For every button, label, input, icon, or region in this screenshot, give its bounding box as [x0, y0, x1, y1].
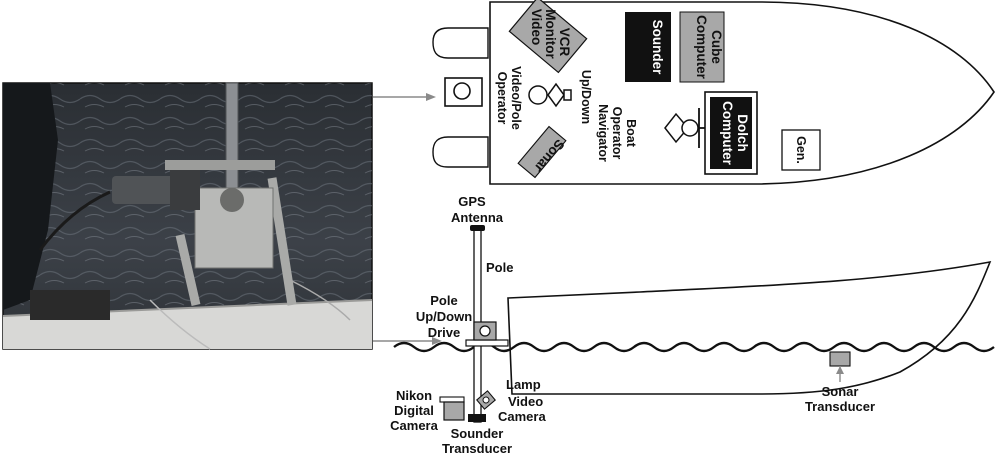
boat-operator-label-1: Boat [624, 119, 638, 148]
gps-antenna-icon [470, 225, 485, 231]
lamp-label: Lamp [506, 377, 541, 392]
sounder-box [625, 12, 671, 82]
cube-computer-label-1: Cube [709, 30, 724, 64]
gps-antenna-label-2: Antenna [451, 210, 504, 225]
rig-photo [2, 82, 373, 350]
engine-icon [432, 27, 489, 59]
pole-drive-label-1: Pole [430, 293, 457, 308]
sounder-label: Sounder [650, 20, 665, 75]
sonar-box [517, 125, 567, 179]
dolch-computer-label-2: Computer [720, 101, 735, 165]
pole-mount-bracket [465, 339, 509, 347]
navigator-icon [664, 108, 710, 148]
video-monitor-label-1: Video [529, 9, 544, 46]
waterline [393, 341, 995, 353]
nikon-label-1: Nikon [396, 388, 432, 403]
video-monitor-label-2: Monitor [543, 9, 558, 59]
boat-operator-label-2: Operator [610, 107, 624, 160]
video-pole-operator-label-1: Video/Pole [509, 66, 523, 130]
photo-arrow-top [373, 93, 436, 101]
dolch-computer-box [710, 97, 752, 169]
video-camera-label-1: Video [508, 394, 543, 409]
nikon-label-2: Digital [394, 403, 434, 418]
up-down-label: Up/Down [579, 70, 593, 124]
video-pole-operator-label-2: Operator [495, 72, 509, 125]
video-camera-icon [476, 390, 496, 410]
sounder-transducer-label-1: Sounder [451, 426, 504, 441]
nikon-camera-icon [443, 401, 465, 421]
dolch-computer-label-1: Dolch [735, 114, 750, 152]
photo-arrow-side [373, 337, 442, 345]
nikon-label-3: Camera [390, 418, 438, 433]
pole-label: Pole [486, 260, 513, 275]
pole-drive-label-3: Drive [428, 325, 461, 340]
boat-side-view: GPS Antenna Pole Pole Up/Down Drive Lamp… [390, 194, 995, 456]
operator-icon [528, 82, 572, 108]
gps-antenna-label-1: GPS [458, 194, 486, 209]
sounder-transducer-label-2: Transducer [442, 441, 512, 456]
cube-computer-label-2: Computer [694, 15, 709, 79]
video-monitor-label-3: VCR [557, 28, 572, 57]
video-monitor-box [508, 0, 588, 74]
generator-label: Gen. [794, 136, 808, 164]
sounder-transducer-icon [468, 414, 486, 422]
cube-computer-box [679, 11, 725, 83]
sonar-transducer-label-2: Transducer [805, 399, 875, 414]
pole-drive-label-2: Up/Down [416, 309, 472, 324]
engine-icon [432, 136, 489, 168]
sonar-transducer-label-1: Sonar [822, 384, 859, 399]
sonar-transducer-icon [829, 351, 851, 367]
boat-operator-label-3: Navigator [596, 104, 610, 162]
video-camera-label-2: Camera [498, 409, 546, 424]
generator-box [781, 129, 821, 171]
boat-top-view: Video Monitor VCR Sounder Cube Computer … [432, 0, 995, 185]
